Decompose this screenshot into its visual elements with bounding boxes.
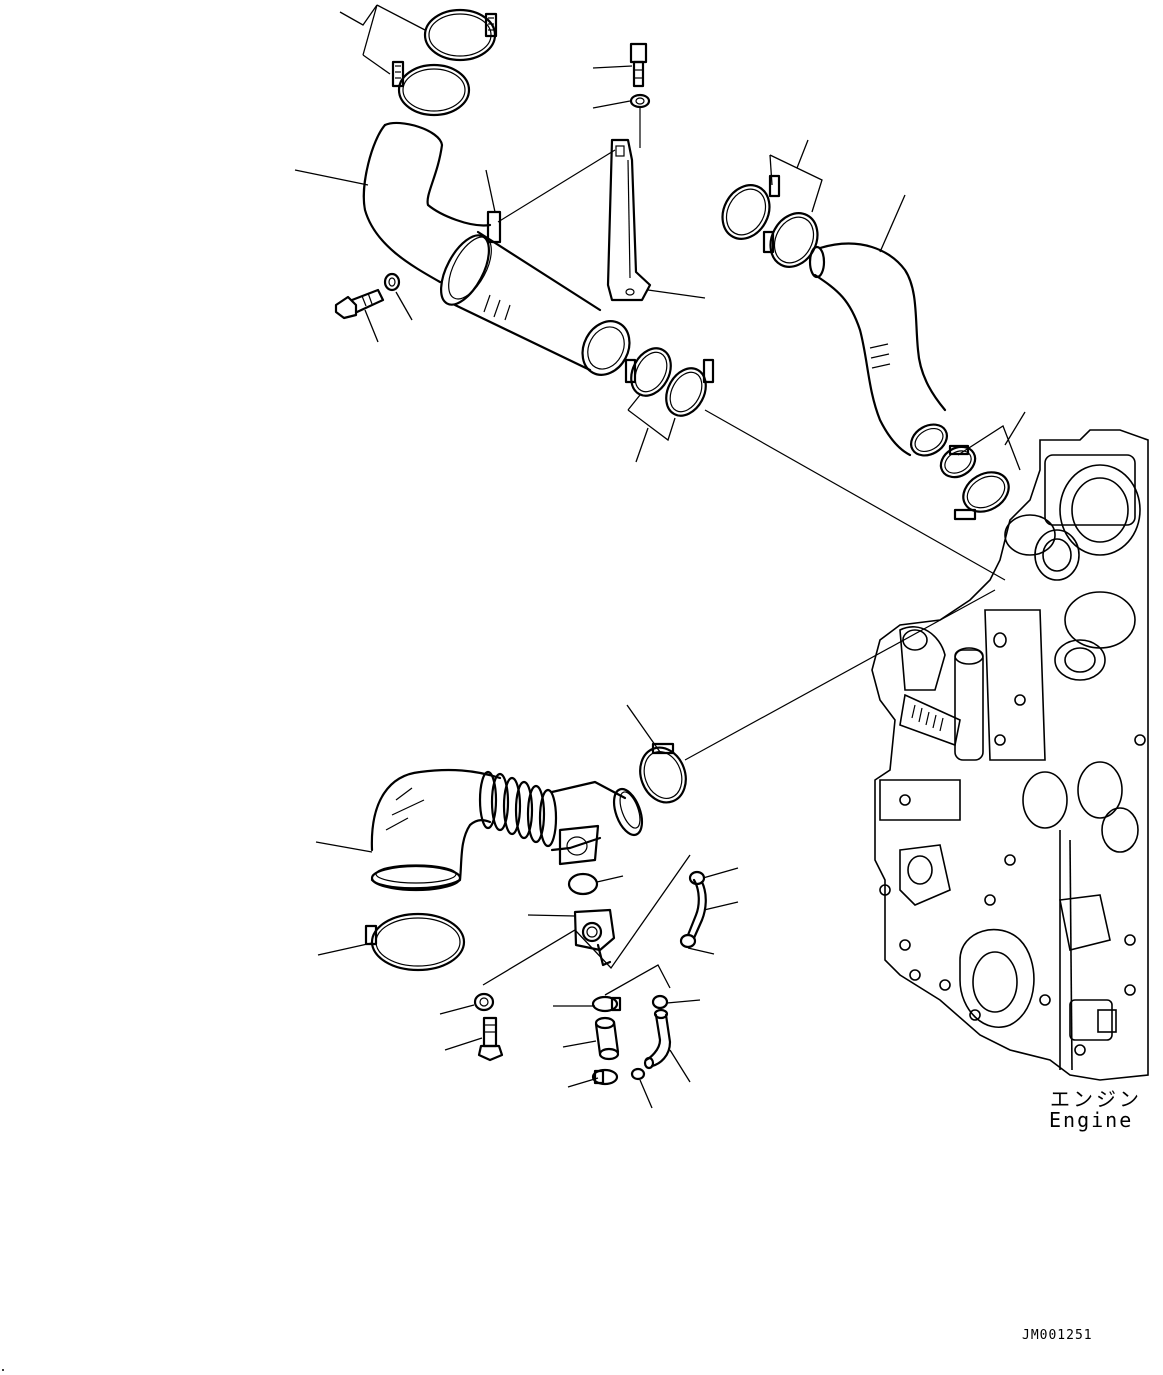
fitting-bolt xyxy=(477,1016,504,1062)
bent-hose xyxy=(643,1008,672,1070)
upper-air-hose xyxy=(362,121,631,376)
hose-clamp-pair-right xyxy=(721,174,819,268)
hose-clamp-pair-top xyxy=(391,8,498,117)
hose-clamp-pair-middle xyxy=(624,347,715,417)
elbow-bellows-hose xyxy=(370,768,644,892)
engine-block xyxy=(871,429,1149,1081)
hose-clamp-lower xyxy=(639,742,687,804)
outlet-fitting xyxy=(573,908,616,967)
mounting-bracket xyxy=(606,138,652,302)
elbow-clamp xyxy=(364,912,466,972)
small-hose-upper xyxy=(679,870,707,949)
cap xyxy=(567,872,599,896)
bracket-bolt xyxy=(629,42,648,88)
right-air-hose xyxy=(808,242,948,457)
leader-clamp-top xyxy=(339,4,426,75)
engine-label-japanese: エンジン xyxy=(1050,1087,1142,1111)
engine-label-english: Engine xyxy=(1049,1108,1134,1132)
straight-hose-clamps xyxy=(591,995,622,1086)
straight-hose xyxy=(594,1016,620,1061)
bolt xyxy=(334,288,385,320)
drawing-id: JM001251 xyxy=(1022,1328,1093,1343)
fitting-washer xyxy=(473,992,495,1012)
hose-clamp-pair-engine-side xyxy=(939,444,1010,521)
bent-hose-clamps xyxy=(630,994,669,1081)
bracket-washer xyxy=(629,93,651,109)
washer xyxy=(383,272,401,292)
